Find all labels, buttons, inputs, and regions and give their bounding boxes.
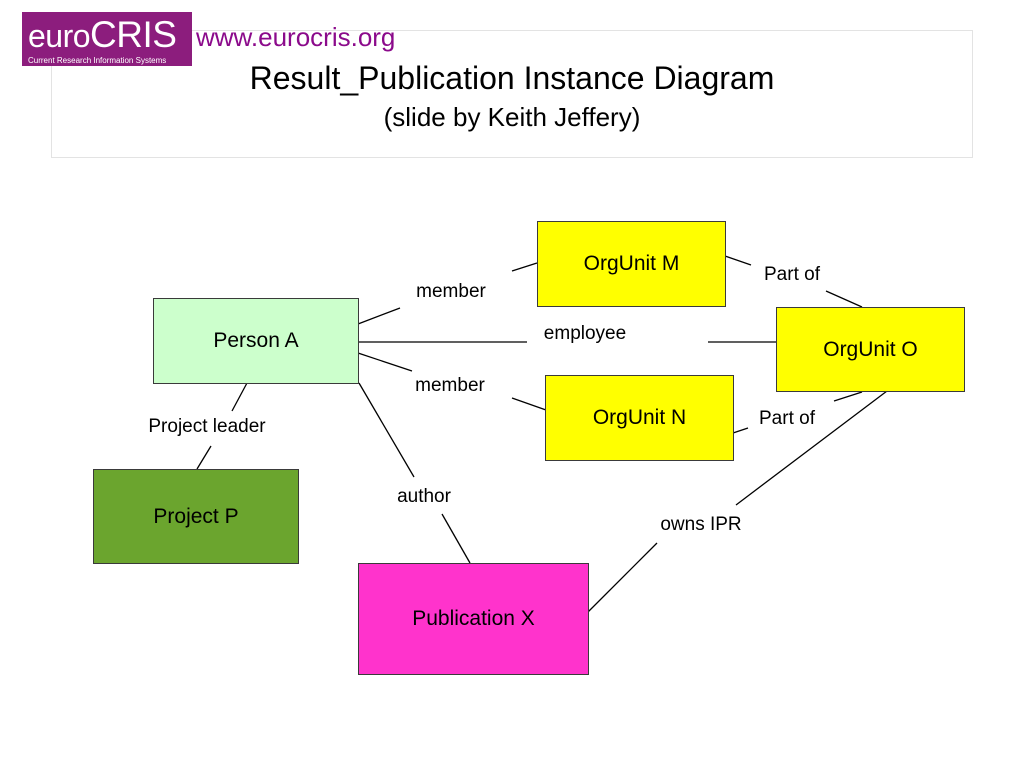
node-project-p: Project P bbox=[93, 469, 299, 564]
edge-line-project-leader-a bbox=[231, 382, 248, 412]
edge-label-project-leader: Project leader bbox=[148, 416, 266, 437]
edge-line-owns-ipr-b bbox=[735, 390, 888, 506]
edge-line-project-leader-b bbox=[196, 445, 212, 470]
edge-line-member-m-a bbox=[357, 307, 401, 325]
edge-line-member-n-a bbox=[357, 352, 413, 372]
edge-line-part-of-m-a bbox=[724, 255, 752, 266]
node-orgunit-m: OrgUnit M bbox=[537, 221, 726, 307]
edge-line-member-m-b bbox=[511, 262, 538, 272]
eurocris-logo: euroCRIS Current Research Information Sy… bbox=[22, 12, 192, 66]
node-orgunit-o: OrgUnit O bbox=[776, 307, 965, 392]
edge-line-author-b bbox=[441, 513, 471, 564]
edge-label-part-of-n: Part of bbox=[759, 408, 815, 429]
website-link[interactable]: www.eurocris.org bbox=[196, 22, 396, 52]
edge-line-author-a bbox=[358, 382, 415, 478]
node-project-p-label: Project P bbox=[153, 504, 239, 528]
edge-line-part-of-n-a bbox=[732, 427, 749, 434]
logo-wordmark: euroCRIS bbox=[28, 13, 177, 65]
node-person-a-label: Person A bbox=[213, 329, 299, 352]
node-publication-x: Publication X bbox=[358, 563, 589, 675]
logo-euro-text: euro bbox=[28, 18, 91, 54]
edge-label-part-of-m: Part of bbox=[764, 264, 820, 285]
title-frame bbox=[51, 30, 973, 158]
edge-line-part-of-m-b bbox=[825, 290, 863, 308]
node-orgunit-n: OrgUnit N bbox=[545, 375, 734, 461]
slide-subtitle: (slide by Keith Jeffery) bbox=[383, 102, 641, 132]
edge-line-part-of-n-b bbox=[833, 391, 863, 402]
node-orgunit-o-label: OrgUnit O bbox=[823, 337, 918, 361]
edge-label-employee: employee bbox=[543, 323, 627, 344]
node-publication-x-label: Publication X bbox=[412, 607, 535, 630]
node-person-a: Person A bbox=[153, 298, 359, 384]
edge-line-member-n-b bbox=[511, 397, 547, 411]
node-orgunit-n-label: OrgUnit N bbox=[592, 406, 687, 429]
edge-label-member-m: member bbox=[416, 281, 486, 302]
edge-label-member-n: member bbox=[415, 375, 485, 396]
edge-label-author: author bbox=[397, 486, 451, 507]
node-orgunit-m-label: OrgUnit M bbox=[583, 252, 680, 275]
edge-line-owns-ipr-a bbox=[587, 542, 658, 613]
edge-label-owns-ipr: owns IPR bbox=[660, 514, 742, 535]
logo-cris-text: CRIS bbox=[90, 14, 177, 55]
slide-title: Result_Publication Instance Diagram bbox=[249, 60, 775, 96]
logo-tagline: Current Research Information Systems bbox=[28, 56, 167, 65]
